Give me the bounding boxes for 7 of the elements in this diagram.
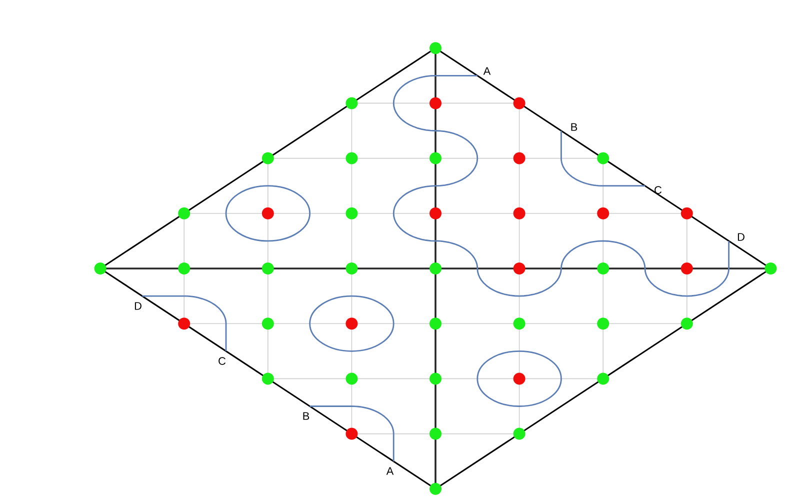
letter-label: A [386, 467, 394, 475]
letter-label: B [303, 412, 310, 420]
letter-label: C [218, 357, 226, 365]
letter-label: B [571, 123, 578, 131]
letter-label: A [483, 67, 491, 75]
letter-label: D [738, 233, 744, 241]
letter-label: D [134, 302, 142, 310]
